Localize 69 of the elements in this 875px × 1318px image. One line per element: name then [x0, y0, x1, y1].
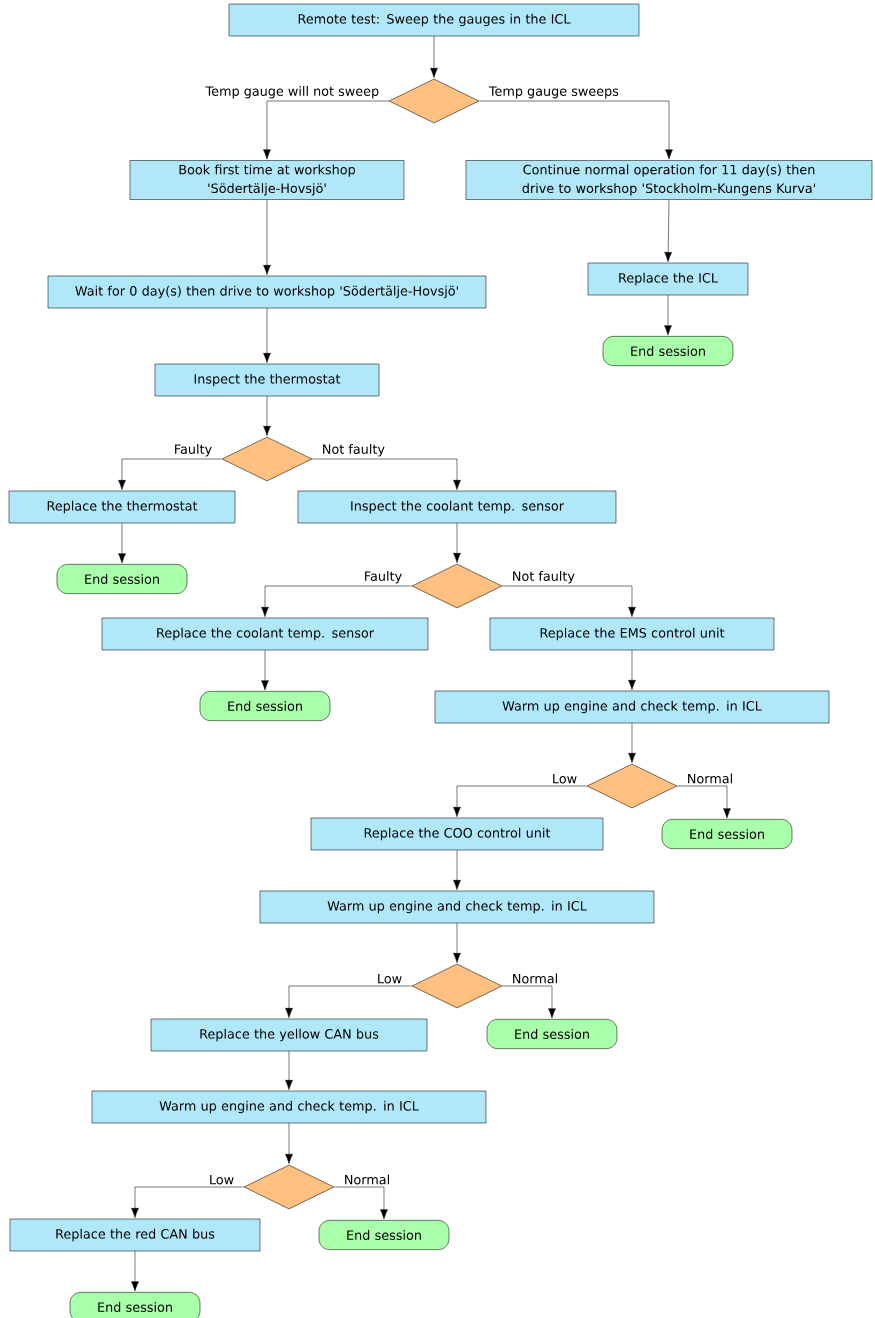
arrow — [453, 850, 461, 890]
process-box: Replace the COO control unit — [310, 817, 604, 851]
process-box: Replace the coolant temp. sensor — [101, 617, 429, 651]
arrow — [263, 308, 271, 363]
arrow — [479, 100, 673, 160]
arrow — [285, 1123, 293, 1164]
end-terminal: End session — [69, 1292, 201, 1318]
process-box: Warm up engine and check temp. in ICL — [259, 890, 655, 924]
arrow — [628, 650, 636, 690]
decision-diamond — [243, 1164, 335, 1210]
process-box: Replace the thermostat — [8, 490, 236, 524]
edge-label: Temp gauge will not sweep — [205, 86, 379, 99]
arrow — [263, 396, 271, 436]
edge-label: Not faulty — [323, 444, 385, 457]
arrow — [261, 650, 269, 691]
end-terminal: End session — [318, 1220, 450, 1250]
process-box: Remote test: Sweep the gauges in the ICL — [228, 3, 640, 37]
arrow — [285, 1051, 293, 1090]
arrow — [664, 199, 672, 262]
arrow — [131, 1251, 139, 1292]
decision-diamond — [411, 963, 503, 1009]
decision-diamond — [221, 436, 313, 482]
end-terminal: End session — [56, 564, 188, 594]
process-box: Inspect the thermostat — [154, 363, 380, 397]
arrow — [502, 985, 556, 1019]
end-terminal: End session — [661, 819, 793, 849]
arrow — [430, 36, 438, 78]
process-box: Warm up engine and check temp. in ICL — [91, 1090, 487, 1124]
arrow — [334, 1186, 388, 1220]
arrow — [312, 458, 461, 490]
process-box: Wait for 0 day(s) then drive to workshop 'Södertälje-Hovsjö' — [47, 275, 487, 309]
edge-label: Low — [210, 1174, 234, 1185]
edge-label: Normal — [513, 973, 557, 984]
arrow — [261, 585, 412, 617]
edge-label: Low — [553, 773, 577, 784]
edge-label: Normal — [345, 1174, 389, 1185]
arrow — [664, 295, 672, 336]
process-box: Continue normal operation for 11 day(s) then drive to workshop 'Stockholm-Kungens Kurva' — [465, 160, 873, 200]
arrow — [263, 199, 271, 275]
arrow — [285, 985, 412, 1018]
arrow — [628, 723, 636, 763]
process-box: Book first time at workshop 'Södertälje-Hovsjö' — [129, 160, 405, 200]
decision-diamond — [411, 563, 503, 609]
edge-label: Temp gauge sweeps — [488, 86, 619, 99]
process-box: Replace the ICL — [587, 262, 749, 296]
edge-label: Faulty — [175, 444, 212, 457]
arrow — [263, 100, 389, 160]
edge-label: Faulty — [365, 571, 402, 584]
arrow — [118, 458, 222, 490]
decision-diamond — [388, 78, 480, 124]
process-box: Replace the EMS control unit — [489, 617, 775, 651]
arrow — [502, 585, 636, 617]
arrow — [453, 923, 461, 963]
process-box: Replace the red CAN bus — [9, 1218, 261, 1252]
arrow — [131, 1186, 244, 1218]
edge-label: Normal — [688, 773, 732, 784]
arrow — [453, 785, 587, 817]
arrow — [118, 523, 126, 564]
end-terminal: End session — [602, 336, 734, 366]
end-terminal: End session — [199, 691, 331, 721]
process-box: Replace the yellow CAN bus — [150, 1018, 428, 1052]
edge-label: Low — [378, 973, 402, 984]
arrow — [677, 785, 731, 819]
edge-label: Not faulty — [513, 571, 575, 584]
end-terminal: End session — [486, 1019, 618, 1049]
arrow — [453, 523, 461, 563]
decision-diamond — [586, 763, 678, 809]
process-box: Inspect the coolant temp. sensor — [297, 490, 617, 524]
process-box: Warm up engine and check temp. in ICL — [434, 690, 830, 724]
